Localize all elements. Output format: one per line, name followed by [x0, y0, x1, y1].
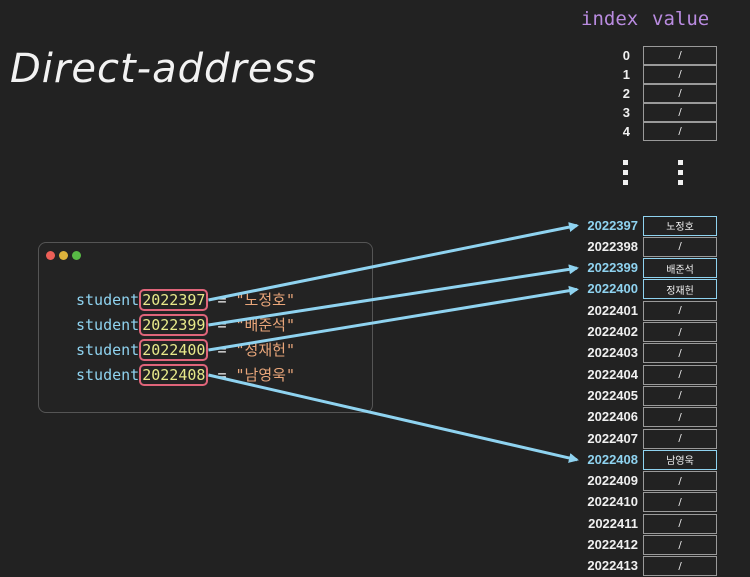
index-label: 2022407 [587, 430, 638, 446]
value-cell: / [643, 492, 717, 513]
variable-name: student [76, 291, 140, 309]
key-literal: 2022400 [139, 339, 209, 361]
value-cell: / [643, 46, 717, 65]
index-label: 2022404 [587, 366, 638, 382]
value-cell: / [643, 236, 717, 257]
string-literal: "배준석" [235, 316, 295, 334]
key-literal: 2022399 [139, 314, 209, 336]
assign-operator: = [208, 341, 236, 359]
index-label: 2022413 [587, 558, 638, 574]
pointer-arrow [208, 285, 579, 352]
value-cell: / [643, 65, 717, 84]
index-label: 0 [622, 48, 630, 63]
value-cell: / [643, 343, 717, 364]
index-label: 2022411 [588, 515, 638, 531]
minimize-dot-icon [59, 251, 68, 260]
string-literal: "남영욱" [235, 366, 295, 384]
index-label: 2022412 [587, 537, 638, 552]
value-cell: / [643, 385, 717, 406]
value-cell-filled: 정재헌 [643, 279, 717, 300]
index-label: 4 [622, 124, 630, 139]
ellipsis-value-icon [678, 160, 684, 190]
index-label: 2022405 [587, 387, 638, 403]
ellipsis-index-icon [623, 160, 629, 190]
key-literal: 2022408 [139, 364, 209, 386]
index-label: 2022403 [587, 345, 638, 361]
index-label: 2022406 [587, 409, 638, 425]
index-label: 1 [622, 67, 630, 82]
value-cell-filled: 노정호 [643, 215, 717, 236]
value-cell: / [643, 103, 717, 122]
index-label: 2 [622, 86, 630, 101]
pointer-arrow [208, 264, 579, 327]
assign-operator: = [208, 316, 236, 334]
variable-name: student [76, 366, 140, 384]
assign-operator: = [208, 291, 236, 309]
value-cell: / [643, 471, 717, 492]
value-cell: / [643, 364, 717, 385]
value-cell: / [643, 535, 717, 555]
value-cell: / [643, 122, 717, 141]
value-cell-filled: 배준석 [643, 258, 717, 279]
value-cell: / [643, 556, 717, 577]
assign-operator: = [208, 366, 236, 384]
diagram-title: Direct-address [10, 46, 318, 92]
value-cell: / [643, 84, 717, 103]
index-label: 2022398 [587, 238, 638, 254]
string-literal: "노정호" [235, 291, 295, 309]
value-cell: / [643, 407, 717, 428]
index-label: 2022400 [587, 281, 638, 297]
index-label: 2022399 [587, 260, 638, 276]
index-label: 2022402 [587, 324, 638, 339]
value-cell: / [643, 300, 717, 321]
index-label: 2022401 [587, 302, 638, 318]
key-literal: 2022397 [139, 289, 209, 311]
value-cell-filled: 남영욱 [643, 449, 717, 470]
value-cell: / [643, 513, 717, 534]
value-cell: / [643, 428, 717, 449]
pointer-arrow [208, 373, 579, 463]
index-label: 2022409 [587, 473, 638, 489]
code-window [38, 242, 373, 413]
index-label: 2022408 [587, 451, 638, 467]
close-dot-icon [46, 251, 55, 260]
index-column-header: index [581, 8, 639, 30]
value-cell: / [643, 322, 717, 342]
string-literal: "정재헌" [235, 341, 295, 359]
index-label: 2022410 [587, 494, 638, 510]
pointer-arrow [208, 222, 579, 302]
value-column-header: value [652, 8, 710, 30]
maximize-dot-icon [72, 251, 81, 260]
variable-name: student [76, 341, 140, 359]
variable-name: student [76, 316, 140, 334]
index-label: 3 [622, 105, 630, 120]
index-label: 2022397 [587, 217, 638, 233]
